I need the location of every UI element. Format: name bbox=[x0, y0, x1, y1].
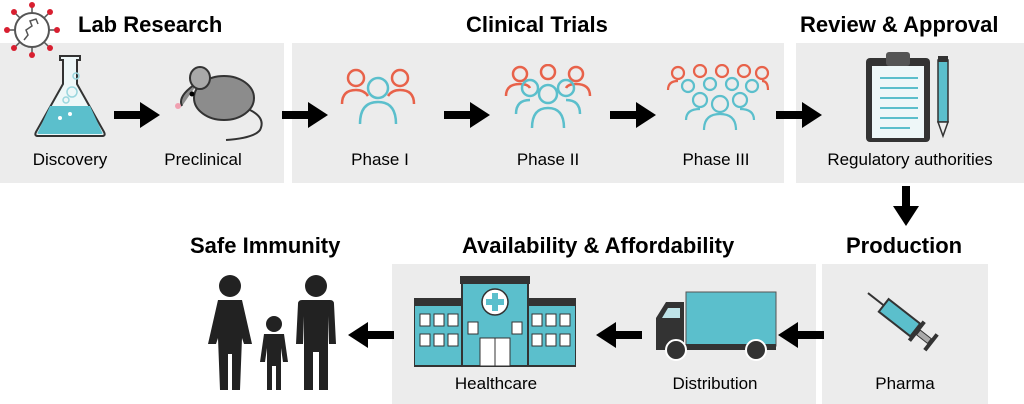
arrow-left-icon bbox=[778, 322, 824, 348]
family-icon bbox=[208, 275, 336, 390]
safe-immunity-title: Safe Immunity bbox=[190, 233, 341, 258]
virus-icon bbox=[4, 2, 60, 58]
arrow-right-icon bbox=[776, 102, 822, 128]
pharma-label: Pharma bbox=[875, 374, 935, 393]
arrow-down-icon bbox=[893, 186, 919, 226]
arrow-left-icon bbox=[596, 322, 642, 348]
mouse-icon bbox=[175, 66, 263, 141]
people-group-icon bbox=[666, 64, 770, 131]
phase2-label: Phase II bbox=[516, 150, 580, 169]
people-group-icon bbox=[340, 68, 416, 125]
arrow-right-icon bbox=[282, 102, 328, 128]
phase1-label: Phase I bbox=[351, 150, 409, 169]
discovery-label: Discovery bbox=[32, 150, 108, 169]
review-approval-title: Review & Approval bbox=[800, 12, 999, 37]
regulatory-label: Regulatory authorities bbox=[827, 150, 993, 169]
arrow-right-icon bbox=[114, 102, 160, 128]
availability-title: Availability & Affordability bbox=[462, 233, 735, 258]
arrow-right-icon bbox=[444, 102, 490, 128]
clinical-trials-title: Clinical Trials bbox=[466, 12, 608, 37]
production-title: Production bbox=[846, 233, 963, 258]
phase3-label: Phase III bbox=[682, 150, 750, 169]
arrow-right-icon bbox=[610, 102, 656, 128]
people-group-icon bbox=[504, 64, 592, 129]
healthcare-label: Healthcare bbox=[454, 374, 538, 393]
lab-research-title: Lab Research bbox=[78, 12, 223, 37]
clipboard-icon bbox=[866, 52, 950, 142]
hospital-icon bbox=[414, 276, 576, 367]
distribution-label: Distribution bbox=[672, 374, 758, 393]
flask-icon bbox=[34, 55, 106, 137]
preclinical-label: Preclinical bbox=[164, 150, 242, 169]
arrow-left-icon bbox=[348, 322, 394, 348]
syringe-icon bbox=[867, 292, 939, 352]
truck-icon bbox=[656, 291, 777, 361]
production-panel bbox=[822, 264, 988, 404]
